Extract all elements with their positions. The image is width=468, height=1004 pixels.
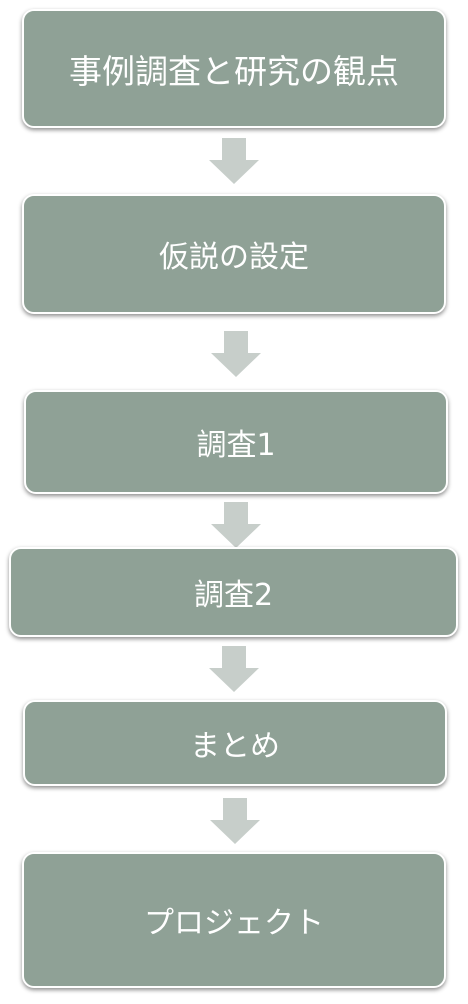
flow-step-4-label: 調査2 [193, 578, 274, 613]
down-arrow-icon [211, 502, 261, 548]
flow-step-5-label: まとめ [190, 729, 280, 764]
flow-step-3-label: 調査1 [196, 428, 276, 463]
flow-step-5: まとめ [23, 700, 447, 786]
flow-step-1-label: 事例調査と研究の観点 [69, 51, 399, 91]
down-arrow-icon [209, 646, 259, 692]
down-arrow-icon [211, 331, 261, 377]
flow-step-3: 調査1 [24, 390, 448, 494]
flow-step-2: 仮説の設定 [22, 194, 446, 314]
flow-step-6-label: プロジェクト [144, 906, 324, 941]
flow-step-1: 事例調査と研究の観点 [22, 9, 446, 128]
flow-step-6: プロジェクト [22, 852, 446, 988]
down-arrow-icon [210, 798, 260, 844]
down-arrow-icon [209, 138, 259, 184]
flow-step-4: 調査2 [9, 547, 458, 637]
flow-step-2-label: 仮説の設定 [159, 240, 309, 275]
